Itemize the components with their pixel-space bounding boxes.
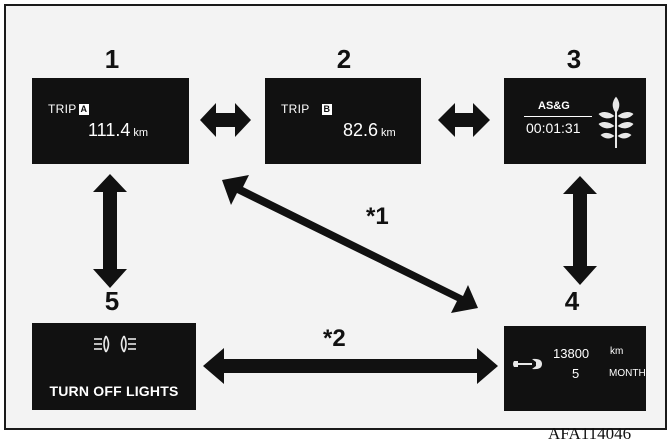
trip-b-unit: km: [381, 127, 396, 139]
service-distance-unit: km: [610, 346, 624, 357]
footnote-marker-1: *1: [366, 203, 389, 230]
asg-timer: 00:01:31: [526, 120, 581, 136]
turn-off-lights-message: TURN OFF LIGHTS: [49, 383, 179, 399]
screen-turn-off-lights: TURN OFF LIGHTS: [32, 323, 196, 410]
screen-number-2: 2: [336, 44, 352, 74]
trip-b-label-text: TRIP: [281, 102, 310, 116]
screen-number-4: 4: [564, 286, 580, 316]
footnote-marker-2: *2: [323, 325, 346, 352]
wrench-icon: [513, 358, 542, 370]
trip-a-unit: km: [133, 127, 149, 139]
screen-number-1: 1: [104, 44, 120, 74]
trip-b-value-number: 82.6: [343, 120, 379, 140]
arrow-1-2: [200, 103, 251, 137]
trip-a-label-text: TRIP: [48, 102, 77, 116]
asg-label: AS&G: [538, 100, 570, 112]
leaf-icon: [597, 95, 635, 148]
figure-code: AFA114046: [548, 424, 632, 443]
screen-service-reminder: 13800 km 5 MONTH: [504, 326, 646, 411]
screen-number-5: 5: [104, 286, 120, 316]
service-distance: 13800: [553, 346, 590, 361]
arrow-2-3: [438, 103, 490, 137]
arrow-3-4: [563, 176, 597, 285]
service-months-unit: MONTH: [609, 368, 646, 379]
arrow-5-4: [203, 348, 498, 384]
trip-b-label: TRIP B: [281, 102, 333, 116]
headlight-icon: [94, 335, 136, 353]
trip-b-badge: B: [321, 104, 333, 115]
trip-a-value-number: 111.4: [88, 120, 131, 140]
screen-number-3: 3: [566, 44, 582, 74]
asg-divider: [524, 116, 592, 117]
trip-a-badge: A: [78, 104, 90, 115]
arrow-1-4: [222, 175, 478, 313]
screen-asg: AS&G 00:01:31: [504, 78, 646, 164]
arrow-1-5: [93, 174, 127, 288]
service-months: 5: [572, 366, 580, 381]
